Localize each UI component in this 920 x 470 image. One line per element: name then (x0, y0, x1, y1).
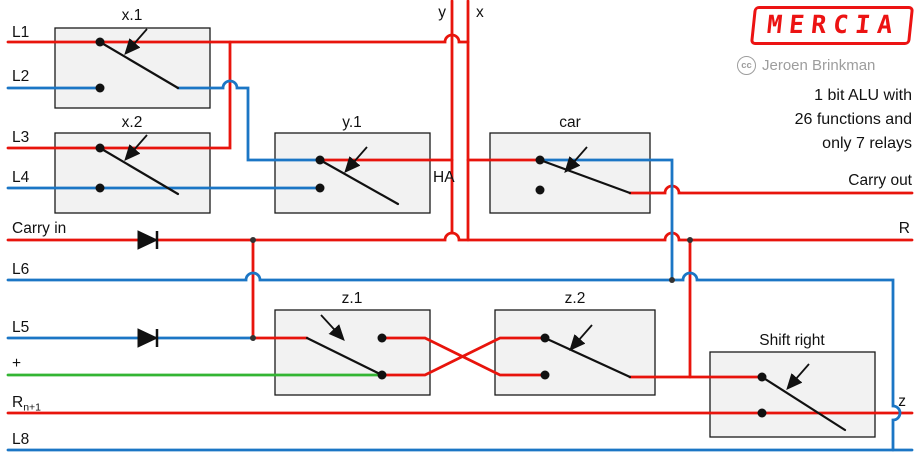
label-relay-x2: x.2 (122, 114, 143, 131)
label-l4: L4 (12, 169, 30, 186)
contact-y1-bottom (315, 183, 325, 193)
tagline-line1: 1 bit ALU with (814, 87, 912, 104)
label-z-output: z (898, 393, 906, 410)
contact-z2-bottom (540, 370, 550, 380)
wire-cross-b (380, 336, 547, 377)
label-rn1-base: R (12, 394, 23, 411)
junction-l5-carry (250, 335, 256, 341)
label-relay-x1: x.1 (122, 7, 143, 24)
label-carry-in: Carry in (12, 220, 66, 237)
label-half-adder: HA (433, 169, 455, 186)
contact-z2-top (540, 333, 550, 343)
relay-y1-body (274, 132, 431, 214)
arm-shift-right (760, 375, 847, 432)
label-relay-y1: y.1 (342, 114, 362, 131)
contact-z1-bottom (377, 370, 387, 380)
credit-name: Jeroen Brinkman (762, 57, 876, 74)
label-l1: L1 (12, 24, 29, 41)
label-l5: L5 (12, 319, 29, 336)
credit-line: cc Jeroen Brinkman (737, 56, 875, 75)
relay-shift-right-body (709, 351, 876, 438)
arm-z2 (543, 336, 632, 379)
junction-l6-car (669, 277, 675, 283)
cc-icon: cc (737, 56, 756, 75)
tagline-line2: 26 functions and (794, 111, 912, 128)
label-l3: L3 (12, 129, 29, 146)
contact-car-top (535, 155, 545, 165)
label-relay-car: car (559, 114, 581, 131)
contact-x2-top (95, 143, 105, 153)
arm-y1 (318, 158, 400, 206)
junction-dots (250, 237, 693, 341)
switch-arms (98, 40, 847, 432)
label-y-terminal: y (438, 4, 446, 21)
relay-car-body (489, 132, 651, 214)
actuation-arrows (124, 28, 810, 391)
contact-dots (95, 37, 767, 418)
label-l2: L2 (12, 68, 29, 85)
arrow-icon-shift-right (786, 363, 810, 391)
labels: L1 L2 L3 L4 Carry in L6 L5 + Rn+1 L8 y x… (12, 4, 913, 448)
label-rn1: Rn+1 (12, 394, 41, 414)
contact-shift-right-bottom (757, 408, 767, 418)
arrow-icon-car (564, 146, 588, 174)
label-r-output: R (899, 220, 910, 237)
diodes (137, 230, 159, 348)
relay-z1-body (274, 309, 431, 396)
arm-car (538, 158, 632, 195)
contact-x1-bottom (95, 83, 105, 93)
arm-x2 (98, 146, 180, 196)
label-rn1-sub: n+1 (23, 402, 41, 414)
diode-icon-carry-in (137, 230, 159, 250)
arrow-icon-x2 (124, 134, 148, 162)
label-relay-shift-right: Shift right (759, 332, 825, 349)
contact-x1-top (95, 37, 105, 47)
wire-l3-x2-out (6, 40, 232, 150)
arrow-icon-z1 (320, 314, 345, 341)
label-relay-z1: z.1 (342, 290, 363, 307)
junction-r-branch (687, 237, 693, 243)
wire-carry-in-r (6, 231, 914, 242)
tagline-line3: only 7 relays (822, 135, 912, 152)
arm-z1 (305, 336, 384, 377)
relay-x1-body (54, 27, 211, 109)
junction-carry-z1 (250, 237, 256, 243)
mercia-logo: MERCIA (749, 6, 915, 45)
label-carry-out: Carry out (848, 172, 912, 189)
label-relay-z2: z.2 (565, 290, 586, 307)
contact-car-bottom (535, 185, 545, 195)
mercia-logo-text: MERCIA (765, 10, 901, 39)
arrow-icon-z2 (569, 324, 593, 352)
tagline: 1 bit ALU with 26 functions and only 7 r… (795, 84, 912, 156)
wire-x1-out (176, 79, 322, 162)
arrow-icon-y1 (344, 146, 368, 174)
contact-z1-top (377, 333, 387, 343)
relay-x2-body (54, 132, 211, 214)
wire-car-out-blue (538, 158, 674, 282)
arrow-icon-x1 (124, 28, 148, 56)
label-l6: L6 (12, 261, 29, 278)
contact-shift-right-top (757, 372, 767, 382)
blue-wires (6, 79, 914, 452)
label-plus: + (12, 355, 21, 372)
contact-y1-top (315, 155, 325, 165)
relay-bodies (54, 27, 876, 438)
label-l8: L8 (12, 431, 29, 448)
contact-x2-bottom (95, 183, 105, 193)
wire-l6 (6, 271, 902, 452)
arm-x1 (98, 40, 180, 90)
diode-icon-l5 (137, 328, 159, 348)
label-x-terminal: x (476, 4, 484, 21)
